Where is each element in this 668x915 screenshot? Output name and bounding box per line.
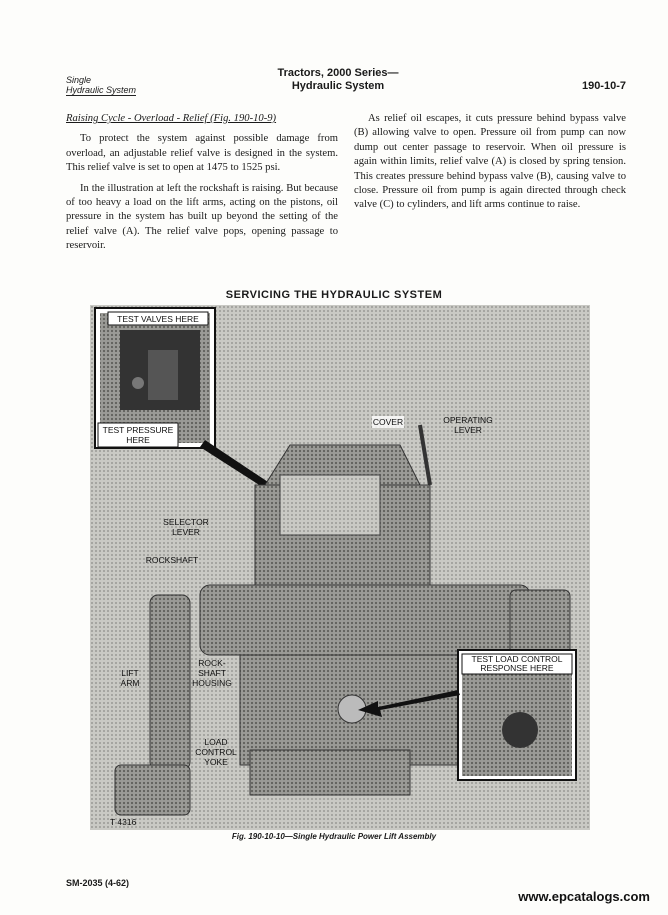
section-title: SERVICING THE HYDRAULIC SYSTEM [225, 289, 443, 301]
label-selector-1: SELECTOR [163, 517, 209, 527]
label-rockshaft: ROCKSHAFT [146, 555, 198, 565]
header-subtitle: Hydraulic System [291, 80, 385, 92]
label-cover: COVER [373, 417, 403, 427]
label-load-2: CONTROL [195, 747, 237, 757]
hydraulic-lift-figure: TEST VALVES HERE TEST PRESSURE HERE COVE… [90, 305, 590, 830]
arrow-icon-2 [358, 690, 460, 717]
label-load-3: YOKE [204, 757, 228, 767]
left-paragraph-2: In the illustration at left the rockshaf… [66, 182, 338, 252]
left-column: Raising Cycle - Overload - Relief (Fig. … [66, 112, 338, 260]
label-rock-3: HOUSING [192, 678, 232, 688]
photo-code: T 4316 [110, 817, 137, 827]
label-test-load-1: TEST LOAD CONTROL [472, 654, 563, 664]
label-test-pressure-2: HERE [126, 435, 150, 445]
label-load-1: LOAD [204, 737, 227, 747]
header-left-line1: Single [66, 75, 92, 85]
figure-illustration: TEST VALVES HERE TEST PRESSURE HERE COVE… [90, 305, 590, 830]
header-left: Single Hydraulic System [66, 75, 137, 96]
label-test-pressure-1: TEST PRESSURE [103, 425, 174, 435]
page-number: 190-10-7 [581, 80, 626, 92]
subheading: Raising Cycle - Overload - Relief (Fig. … [66, 113, 277, 124]
watermark: www.epcatalogs.com [518, 889, 650, 904]
footer-code: SM-2035 (4-62) [66, 878, 130, 888]
label-test-load-2: RESPONSE HERE [480, 663, 554, 673]
header-center: Tractors, 2000 Series— Hydraulic System [228, 67, 448, 93]
right-column: As relief oil escapes, it cuts pressure … [354, 112, 626, 219]
left-paragraph-1: To protect the system against possible d… [66, 133, 338, 174]
label-rock-1: ROCK- [198, 658, 226, 668]
inset-test-valves: TEST VALVES HERE TEST PRESSURE HERE [94, 307, 216, 449]
label-operating-2: LEVER [454, 425, 482, 435]
header-left-line2: Hydraulic System [66, 85, 137, 96]
label-lift-1: LIFT [121, 668, 138, 678]
header-title: Tractors, 2000 Series— [277, 67, 399, 79]
label-selector-2: LEVER [172, 527, 200, 537]
label-operating-1: OPERATING [443, 415, 492, 425]
inset-test-load-control: TEST LOAD CONTROL RESPONSE HERE [457, 649, 577, 781]
label-lift-2: ARM [121, 678, 140, 688]
right-paragraph-1: As relief oil escapes, it cuts pressure … [354, 113, 626, 211]
hydraulic-housing [114, 424, 571, 816]
label-rock-2: SHAFT [198, 668, 226, 678]
figure-caption: Fig. 190-10-10—Single Hydraulic Power Li… [231, 832, 437, 841]
label-test-valves: TEST VALVES HERE [117, 314, 199, 324]
